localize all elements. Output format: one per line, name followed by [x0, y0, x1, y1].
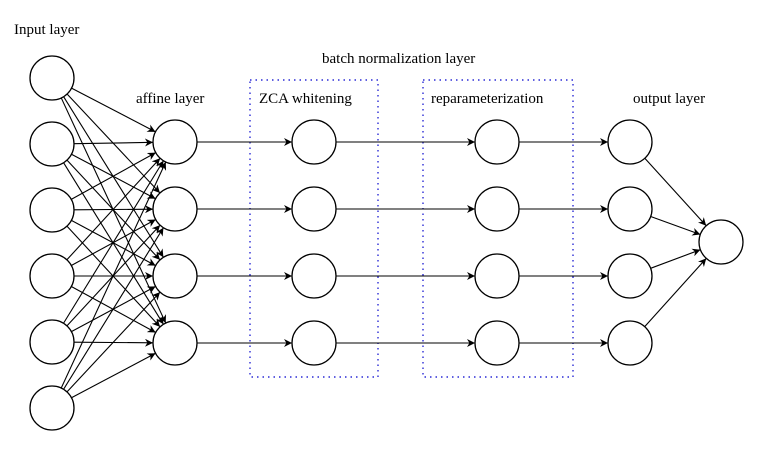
zca-node-1 — [291, 119, 337, 165]
edge-input-4-to-affine-1 — [66, 157, 161, 261]
edge-input-2-to-affine-1 — [73, 138, 154, 147]
affine-layer-label: affine layer — [136, 91, 204, 107]
reparam-node-1 — [474, 119, 520, 165]
nodes — [29, 55, 744, 431]
zca-node-2 — [291, 186, 337, 232]
edge-input-6-to-affine-4 — [71, 352, 156, 399]
edge-output-2-to-final — [650, 215, 701, 236]
reparam-node-4 — [474, 320, 520, 366]
output-layer-label: output layer — [633, 91, 705, 107]
reparam-node-2 — [474, 186, 520, 232]
affine-node-1 — [152, 119, 198, 165]
edge-input-3-to-affine-1 — [70, 152, 157, 200]
final-output-node-1 — [698, 219, 744, 265]
zca-node-4 — [291, 320, 337, 366]
edge-input-6-to-affine-1 — [60, 161, 167, 389]
reparameterization-label: reparameterization — [431, 91, 544, 107]
input-node-2 — [29, 121, 75, 167]
edge-input-1-to-affine-1 — [71, 87, 156, 133]
input-node-1 — [29, 55, 75, 101]
edge-output-4-to-final — [644, 257, 707, 328]
affine-node-3 — [152, 253, 198, 299]
zca-whitening-group-box — [249, 79, 379, 378]
edge-input-6-to-affine-2 — [63, 227, 164, 390]
affine-node-4 — [152, 320, 198, 366]
output-node-3 — [607, 253, 653, 299]
input-layer-label: Input layer — [14, 22, 79, 38]
edge-input-6-to-affine-3 — [66, 291, 161, 393]
reparameterization-group-box — [422, 79, 574, 378]
zca-whitening-label: ZCA whitening — [259, 91, 352, 107]
connections — [60, 87, 707, 399]
input-node-4 — [29, 253, 75, 299]
output-node-2 — [607, 186, 653, 232]
output-node-4 — [607, 320, 653, 366]
edge-input-5-to-affine-1 — [63, 160, 164, 324]
output-node-1 — [607, 119, 653, 165]
input-node-5 — [29, 319, 75, 365]
affine-node-2 — [152, 186, 198, 232]
edge-output-3-to-final — [650, 248, 701, 269]
input-node-3 — [29, 187, 75, 233]
batch-normalization-layer-label: batch normalization layer — [322, 51, 475, 67]
input-node-6 — [29, 385, 75, 431]
zca-node-3 — [291, 253, 337, 299]
edge-output-1-to-final — [644, 157, 707, 227]
reparam-node-3 — [474, 253, 520, 299]
